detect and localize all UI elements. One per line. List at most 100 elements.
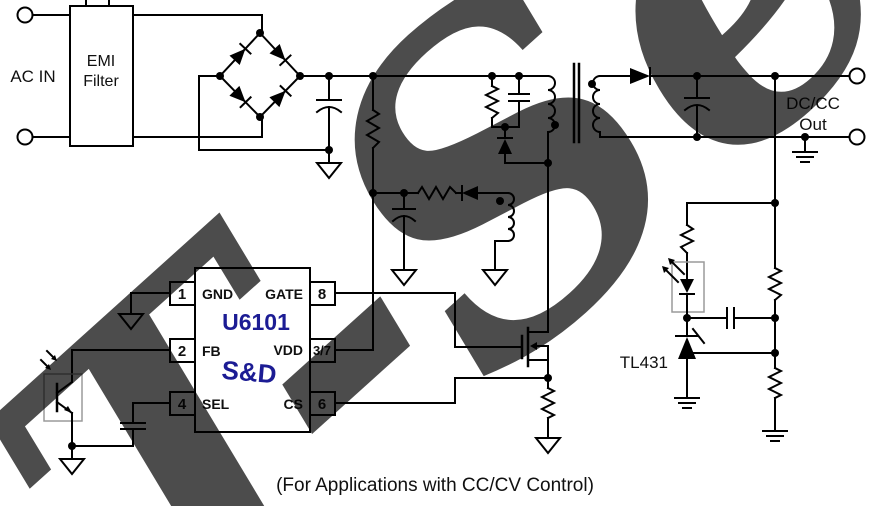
dc-terminal-bottom	[848, 128, 866, 146]
junction-dot	[256, 29, 264, 37]
junction-dot	[544, 159, 552, 167]
diode-cathode-bar	[239, 95, 253, 109]
tl431-ref-tick	[691, 327, 706, 345]
diode-cathode-bar	[238, 42, 252, 55]
feedback-network: TL431	[620, 72, 788, 442]
resistor-icon	[365, 108, 381, 150]
led-icon	[680, 279, 694, 293]
optocoupler-transistor-box	[43, 373, 83, 422]
primary-winding-icon	[546, 74, 556, 134]
diode-cathode-bar	[279, 84, 293, 98]
dc-out-label-2: Out	[799, 115, 827, 134]
ic-u6101: 1 2 4 8 3/7 6 GND FB SEL GATE VDD CS U61…	[71, 267, 549, 447]
bridge-rectifier	[198, 29, 549, 151]
pin-box-3-7	[309, 338, 336, 363]
gnd-pin-wire	[130, 292, 171, 315]
junction-dot	[325, 146, 333, 154]
diode-icon	[269, 44, 286, 61]
led-emission-arrow	[663, 267, 680, 284]
ic-brand-logo: S&D	[221, 355, 278, 390]
power-mosfet	[520, 326, 563, 455]
capacitor-curved-plate	[683, 104, 711, 112]
sel-pin-wire	[132, 402, 171, 422]
winding-polarity-dot	[551, 121, 559, 129]
emi-filter-label-1: EMI	[87, 53, 115, 70]
ac-in-label: AC IN	[10, 67, 55, 86]
diode-icon	[229, 48, 246, 65]
pin-label-fb: FB	[202, 343, 221, 359]
pin-label-vdd: VDD	[273, 342, 303, 358]
diode-icon	[229, 85, 246, 103]
diode-icon	[269, 90, 286, 108]
figure-caption: (For Applications with CC/CV Control)	[276, 475, 594, 496]
pin-number-6: 6	[318, 396, 326, 413]
negative-rail-wire	[198, 75, 330, 151]
wire	[686, 202, 776, 226]
optocoupler-phototransistor	[39, 349, 87, 476]
wire	[494, 240, 509, 271]
diode-icon	[462, 186, 478, 200]
aux-winding-icon	[506, 191, 515, 243]
wire	[132, 14, 263, 34]
diode-cathode-bar	[278, 54, 292, 67]
winding-polarity-dot	[496, 197, 504, 205]
light-arrow	[45, 349, 56, 360]
pin-number-2: 2	[178, 343, 186, 360]
rcd-snubber	[483, 72, 549, 164]
ground-icon	[314, 162, 344, 180]
junction-dot	[68, 442, 76, 450]
tl431-label: TL431	[620, 353, 668, 372]
ic-body	[194, 267, 311, 433]
ic-part-number: U6101	[222, 309, 290, 335]
junction-dot	[325, 72, 333, 80]
resistor-icon	[483, 84, 501, 120]
pin-label-cs: CS	[284, 396, 303, 412]
output-diode-icon	[630, 68, 650, 84]
junction-dot	[256, 113, 264, 121]
ground-icon	[480, 269, 510, 287]
mosfet-arrow	[530, 342, 537, 350]
pin-number-3-7: 3/7	[313, 343, 331, 358]
fb-pin-wire	[71, 349, 171, 383]
pin-number-8: 8	[318, 286, 326, 303]
winding-polarity-dot	[588, 80, 596, 88]
pin-label-gate: GATE	[265, 286, 303, 302]
output-stage: DC/CC Out	[599, 67, 866, 163]
wire	[504, 153, 549, 164]
diode-icon	[498, 139, 512, 154]
resistor-icon	[678, 223, 696, 255]
wire	[132, 116, 263, 138]
startup-resistor-vdd	[334, 72, 381, 351]
cs-pin-wire	[334, 377, 549, 404]
pin-number-1: 1	[178, 286, 186, 303]
bulk-capacitor	[314, 72, 344, 180]
light-arrowhead	[51, 355, 57, 361]
led-emission-arrowhead	[662, 266, 669, 273]
dc-out-label-1: DC/CC	[786, 94, 840, 113]
ac-terminal-top	[16, 6, 34, 24]
ac-input-section: AC IN EMI Filter	[10, 0, 263, 147]
transistor-collector	[55, 380, 74, 395]
light-arrow	[39, 358, 50, 369]
ground-icon	[389, 269, 419, 287]
ground-icon	[116, 313, 146, 331]
wire	[71, 428, 134, 447]
emi-filter-label-2: Filter	[83, 73, 119, 90]
led-emission-arrowhead	[668, 258, 675, 265]
emi-filter-box	[69, 5, 134, 147]
pin-number-4: 4	[178, 396, 187, 413]
aux-supply	[372, 185, 515, 287]
emitter-arrowhead	[64, 406, 72, 413]
led-emission-arrow	[669, 259, 686, 276]
transformer	[544, 62, 631, 333]
tl431-icon	[678, 337, 696, 359]
resistor-icon	[416, 185, 458, 201]
pin-label-sel: SEL	[202, 396, 230, 412]
ground-icon	[57, 458, 87, 476]
ac-terminal-bottom	[16, 128, 34, 146]
resistor-icon	[766, 366, 784, 400]
resistor-icon	[766, 266, 784, 302]
vdd-wire	[334, 147, 374, 351]
